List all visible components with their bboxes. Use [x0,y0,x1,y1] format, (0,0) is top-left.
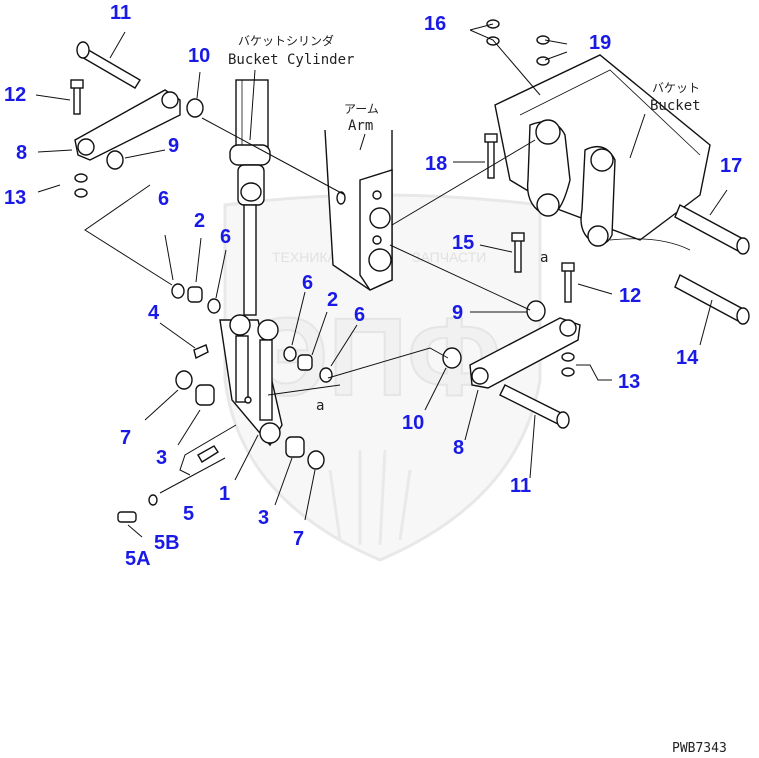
link-part-8-right [469,317,581,389]
callouts: 11 12 8 13 10 9 6 2 6 4 6 2 6 7 3 1 5 5A… [4,2,742,570]
link-part-1 [219,314,283,447]
callout-7-a: 7 [120,427,131,449]
bucket-label-en: Bucket [650,98,701,114]
watermark-wheat-icon [328,449,412,546]
ref-mark-a-left: a [316,398,324,414]
bucket-cylinder-label-jp: バケットシリンダ [238,33,334,48]
callout-19: 19 [589,32,611,54]
callout-6-d: 6 [354,304,365,326]
leader-lines [35,23,728,538]
ref-mark-a-right: a [540,250,548,266]
watermark-text-right: ЗАПЧАСТИ [412,249,486,265]
bucket-label-jp: バケット [652,81,700,95]
callout-13-right: 13 [618,371,640,393]
callout-6-a: 6 [158,188,169,210]
callout-11-top: 11 [110,2,131,24]
washers-part-9-10-left [106,98,204,170]
callout-2-b: 2 [327,289,338,311]
callout-4: 4 [148,302,160,324]
bucket-cylinder-label-en: Bucket Cylinder [228,52,354,68]
callout-8-left: 8 [16,142,27,164]
drawing-code: PWB7343 [672,741,727,756]
callout-6-c: 6 [302,272,313,294]
callout-7-b: 7 [293,528,304,550]
callout-18: 18 [425,153,447,175]
callout-1: 1 [219,483,230,505]
watermark: ТЕХНИКА ЗАПЧАСТИ ЭПФ [223,193,542,562]
callout-17: 17 [720,155,742,177]
bolt-part-12-left [70,79,84,115]
callout-8-bottom: 8 [453,437,464,459]
bucket-cylinder: バケットシリンダ Bucket Cylinder [228,33,354,316]
callout-15: 15 [452,232,474,254]
arm-label-jp: アーム [344,102,379,116]
link-part-8-left [74,89,181,161]
callout-3-a: 3 [156,447,167,469]
callout-13-left: 13 [4,187,26,209]
callout-6-b: 6 [220,226,231,248]
callout-14: 14 [676,347,699,369]
washers-part-9-10-right [442,300,546,369]
callout-2-a: 2 [194,210,205,232]
arm: アーム Arm [324,102,393,291]
arm-label-en: Arm [348,118,373,134]
bushings [117,283,333,523]
callout-5a: 5A [125,548,151,570]
callout-9-right: 9 [452,302,463,324]
callout-9-left: 9 [168,135,179,157]
bolts-part-12-15-18 [484,133,575,303]
callout-10-bottom: 10 [402,412,424,434]
pin-part-11-right [499,384,570,429]
callout-5: 5 [183,503,194,525]
pin-part-11-left [76,41,141,89]
callout-5b: 5B [154,532,180,554]
callout-10-top: 10 [188,45,210,67]
pins-part-14-17 [674,204,750,325]
bucket: バケット Bucket [494,54,711,251]
nuts-part-13-left [74,173,88,198]
callout-12-right: 12 [619,285,641,307]
callout-16: 16 [424,13,446,35]
watermark-text-left: ТЕХНИКА [272,249,338,265]
callout-11-bottom: 11 [510,475,531,497]
callout-3-b: 3 [258,507,269,529]
callout-12-left: 12 [4,84,26,106]
